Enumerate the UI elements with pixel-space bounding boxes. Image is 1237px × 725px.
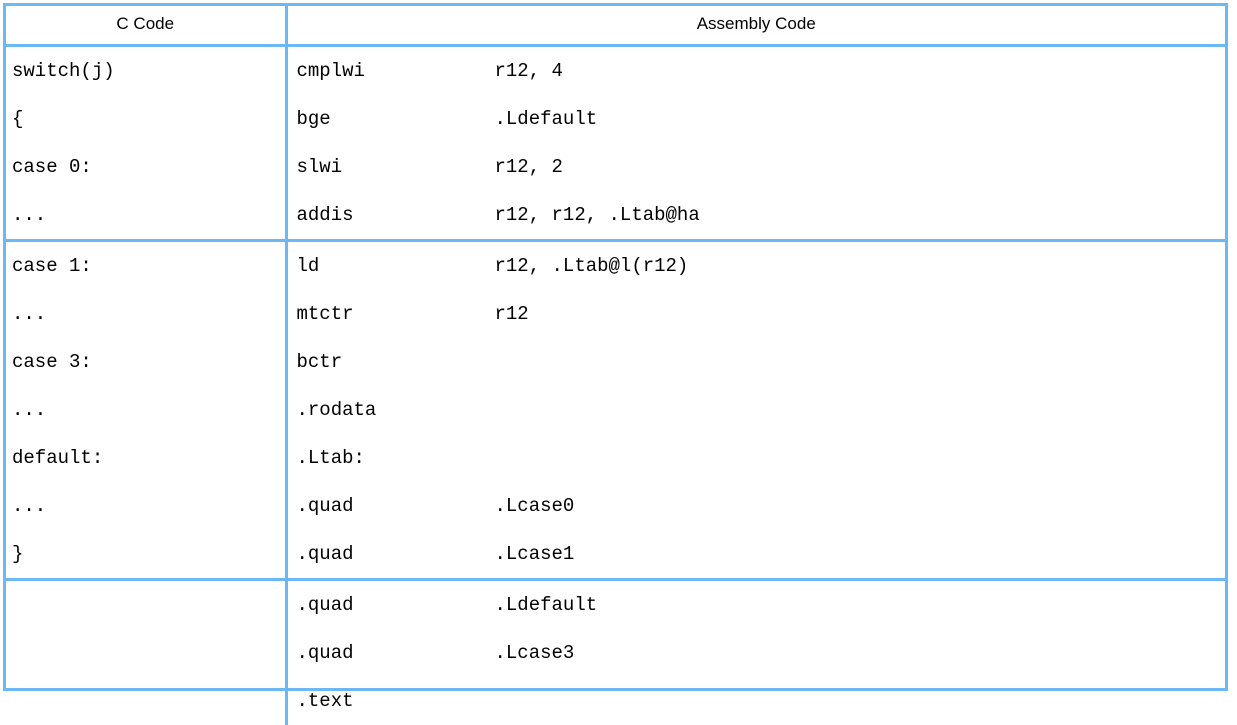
assembly-operand: .Lcase0	[494, 494, 575, 517]
assembly-code-cell: .quad .Ldefault .quad .Lcase3 .text	[286, 577, 1226, 725]
assembly-code-line: bctr	[288, 338, 1226, 386]
assembly-mnemonic: .rodata	[296, 398, 377, 421]
c-code-line: case 3:	[12, 350, 92, 373]
assembly-code-line: .quad .Ldefault	[288, 581, 1226, 629]
c-code-cell	[6, 577, 288, 725]
column-header-assembly-code: Assembly Code	[696, 14, 816, 34]
c-code-line: ...	[12, 203, 47, 226]
table-section-row: .quad .Ldefault .quad .Lcase3 .text	[6, 577, 1226, 725]
assembly-code-line: bge .Ldefault	[288, 95, 1226, 143]
c-code-line: ...	[12, 398, 47, 421]
assembly-code-lines: cmplwi r12, 4 bge .Ldefault slwi r12, 2 addis r…	[288, 47, 1226, 239]
c-code-lines: case 1:... case 3:... default:...}	[6, 242, 285, 578]
assembly-mnemonic: .text	[296, 689, 354, 712]
assembly-code-lines: ld r12, .Ltab@l(r12) mtctr r12 bctr .rodata .L…	[288, 242, 1226, 578]
assembly-mnemonic: .quad	[296, 641, 354, 664]
assembly-mnemonic: .quad	[296, 593, 354, 616]
c-code-line: }	[12, 542, 24, 565]
c-code-line: {	[12, 107, 24, 130]
c-code-line: switch(j)	[12, 59, 115, 82]
assembly-code-line: .quad .Lcase1	[288, 530, 1226, 578]
assembly-mnemonic: addis	[296, 203, 354, 226]
c-code-line: default:	[12, 446, 104, 469]
assembly-mnemonic: bctr	[296, 350, 343, 373]
assembly-code-line: .rodata	[288, 386, 1226, 434]
assembly-code-line: .Ltab:	[288, 434, 1226, 482]
c-code-lines: switch(j) { case 0:...	[6, 47, 285, 239]
table: C Code Assembly Code switch(j) { case 0:..…	[6, 6, 1225, 725]
assembly-code-line: .quad .Lcase3	[288, 629, 1226, 677]
assembly-operand: r12	[494, 302, 529, 325]
table-section-row: switch(j) { case 0:... cmplwi r12, 4 bge .Ldef…	[6, 43, 1226, 240]
assembly-mnemonic: .Ltab:	[296, 446, 365, 469]
assembly-operand: r12, r12, .Ltab@ha	[494, 203, 700, 226]
c-code-line: case 0:	[12, 155, 92, 178]
assembly-code-cell: cmplwi r12, 4 bge .Ldefault slwi r12, 2 addis r…	[286, 43, 1226, 240]
c-code-cell: switch(j) { case 0:...	[6, 43, 288, 240]
c-code-line: case 1:	[12, 254, 92, 277]
assembly-operand: r12, .Ltab@l(r12)	[494, 254, 689, 277]
assembly-mnemonic: cmplwi	[296, 59, 365, 82]
table-section-row: case 1:... case 3:... default:...} ld r12, .…	[6, 238, 1226, 579]
assembly-mnemonic: slwi	[296, 155, 343, 178]
assembly-code-line: ld r12, .Ltab@l(r12)	[288, 242, 1226, 290]
assembly-operand: .Lcase1	[494, 542, 575, 565]
c-code-line: ...	[12, 302, 47, 325]
assembly-operand: .Ldefault	[494, 593, 598, 616]
assembly-operand: r12, 2	[494, 155, 563, 178]
assembly-code-line: mtctr r12	[288, 290, 1226, 338]
assembly-mnemonic: .quad	[296, 494, 354, 517]
assembly-code-line: .quad .Lcase0	[288, 482, 1226, 530]
header-row: C Code Assembly Code	[6, 6, 1225, 45]
assembly-code-lines: .quad .Ldefault .quad .Lcase3 .text	[288, 581, 1226, 725]
table-body: switch(j) { case 0:... cmplwi r12, 4 bge .Ldef…	[6, 43, 1226, 725]
assembly-code-line: slwi r12, 2	[288, 143, 1226, 191]
assembly-code-line: .text	[288, 677, 1226, 725]
assembly-mnemonic: .quad	[296, 542, 354, 565]
assembly-operand: .Lcase3	[494, 641, 575, 664]
assembly-mnemonic: ld	[296, 254, 320, 277]
code-comparison-table: C Code Assembly Code switch(j) { case 0:..…	[3, 3, 1228, 725]
assembly-mnemonic: mtctr	[296, 302, 354, 325]
assembly-code-cell: ld r12, .Ltab@l(r12) mtctr r12 bctr .rodata .L…	[286, 238, 1226, 579]
table-header: C Code Assembly Code	[6, 6, 1225, 45]
assembly-operand: .Ldefault	[494, 107, 598, 130]
assembly-mnemonic: bge	[296, 107, 331, 130]
c-code-cell: case 1:... case 3:... default:...}	[6, 238, 288, 579]
column-header-c-code: C Code	[6, 6, 288, 45]
c-code-line: ...	[12, 494, 47, 517]
assembly-code-line: cmplwi r12, 4	[288, 47, 1226, 95]
assembly-code-line: addis r12, r12, .Ltab@ha	[288, 191, 1226, 239]
assembly-operand: r12, 4	[494, 59, 563, 82]
